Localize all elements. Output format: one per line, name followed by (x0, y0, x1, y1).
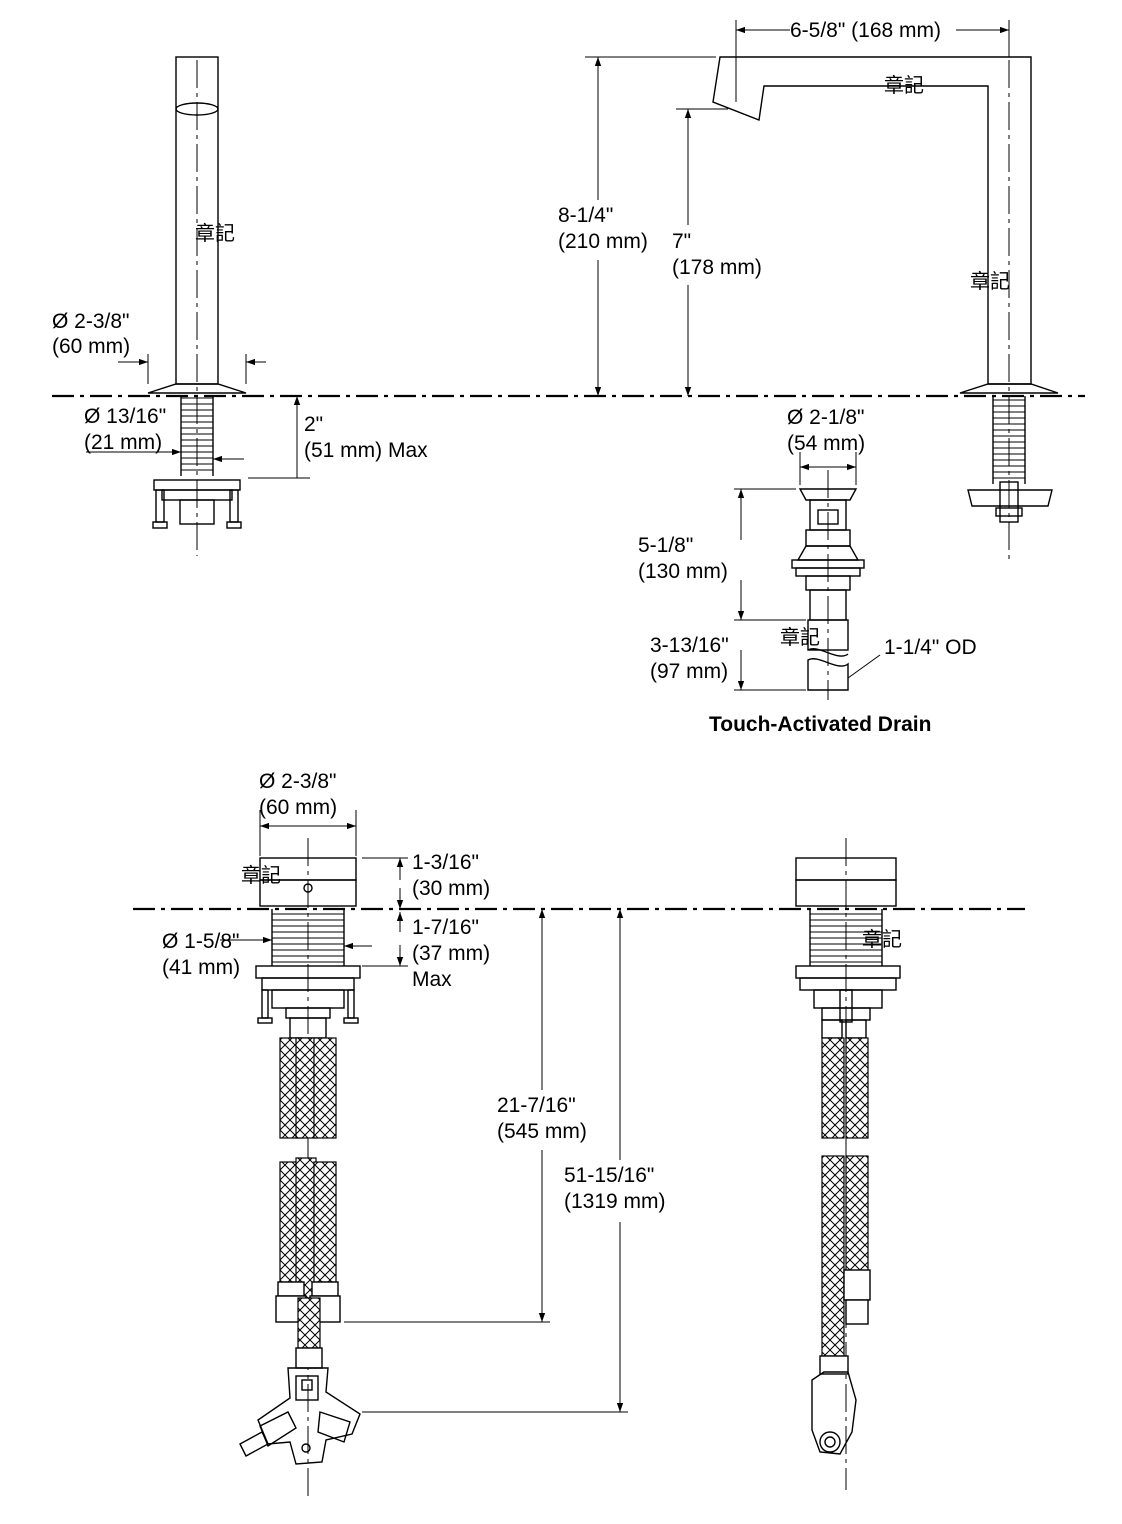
drain-diameter-2: (54 mm) (787, 432, 865, 455)
drain-height-above-1: 5-1/8" (638, 534, 693, 557)
spout-height-outlet-2: (178 mm) (672, 256, 762, 279)
valve-diameter-shank-1: Ø 1-5/8" (162, 930, 240, 953)
drain-dim-lines (734, 452, 881, 691)
valve-end-view (795, 838, 901, 1490)
spout-height-total-2: (210 mm) (558, 230, 648, 253)
valve-deck-max-3: Max (412, 968, 452, 991)
valve-side-view (239, 838, 361, 1500)
valve-deck-max-2: (37 mm) (412, 942, 490, 965)
handle-diameter-top-2: (60 mm) (52, 335, 130, 358)
valve-hose-length-2: (545 mm) (497, 1120, 587, 1143)
spout-reach: 6-5/8" (168 mm) (790, 19, 941, 42)
valve-diameter-shank-2: (41 mm) (162, 956, 240, 979)
spout-side-view (712, 56, 1059, 560)
drain-height-below-1: 3-13/16" (650, 634, 729, 657)
drain-tailpiece: 1-1/4" OD (884, 636, 977, 659)
handle-dim-lines (86, 354, 310, 479)
valve-dim-lines (220, 810, 628, 1413)
handle-diameter-top-1: Ø 2-3/8" (52, 310, 130, 333)
spout-height-total-1: 8-1/4" (558, 204, 613, 227)
handle-diameter-shank-2: (21 mm) (84, 431, 162, 454)
drain-height-above-2: (130 mm) (638, 560, 728, 583)
drain-height-below-2: (97 mm) (650, 660, 728, 683)
valve-height-top-1: 1-3/16" (412, 851, 479, 874)
handle-deck-max-1: 2" (304, 413, 323, 436)
handle-side-view (147, 56, 247, 556)
drain-title: Touch-Activated Drain (709, 713, 931, 736)
valve-overall-length-2: (1319 mm) (564, 1190, 666, 1213)
stamp-mark: 章記 (195, 221, 235, 245)
stamp-mark-spout: 章記 (884, 73, 924, 97)
valve-diameter-top-2: (60 mm) (259, 796, 337, 819)
stamp-mark-valve-end: 章記 (862, 927, 902, 951)
valve-diameter-top-1: Ø 2-3/8" (259, 770, 337, 793)
handle-deck-max-2: (51 mm) Max (304, 439, 428, 462)
stamp-mark-drain: 章記 (780, 625, 820, 649)
spout-height-outlet-1: 7" (672, 230, 691, 253)
valve-hose-length-1: 21-7/16" (497, 1094, 576, 1117)
drain-diameter-1: Ø 2-1/8" (787, 406, 865, 429)
spout-dim-lines (585, 20, 1010, 396)
valve-overall-length-1: 51-15/16" (564, 1164, 654, 1187)
handle-diameter-shank-1: Ø 13/16" (84, 405, 166, 428)
valve-deck-max-1: 1-7/16" (412, 916, 479, 939)
valve-height-top-2: (30 mm) (412, 877, 490, 900)
stamp-mark-spout-body: 章記 (970, 269, 1010, 293)
stamp-mark-valve: 章記 (241, 863, 281, 887)
drain-side-view (791, 470, 865, 700)
